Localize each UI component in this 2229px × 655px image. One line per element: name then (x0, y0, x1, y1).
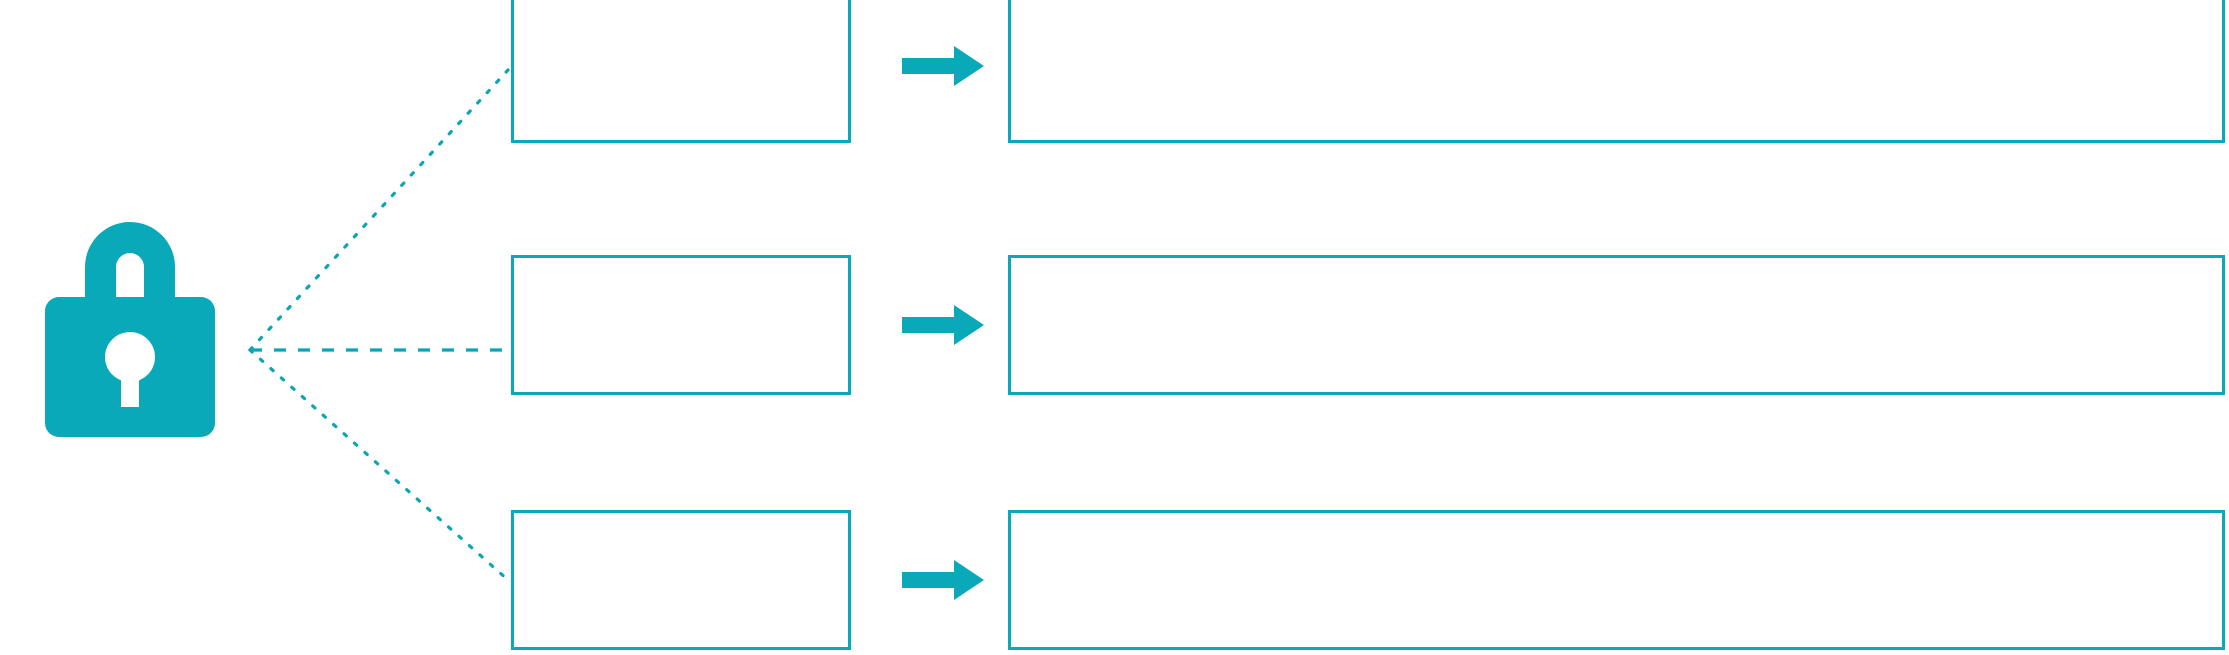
arrow-right-icon-1 (902, 46, 984, 86)
diagram-row (0, 255, 2229, 395)
effect-box-1[interactable] (1008, 0, 2225, 143)
effect-box-3[interactable] (1008, 510, 2225, 650)
lock-keyhole-stem-icon (121, 357, 139, 407)
arrow-right-icon-2 (902, 305, 984, 345)
cause-box-1[interactable] (511, 0, 851, 143)
diagram-row (0, 0, 2229, 143)
cause-box-3[interactable] (511, 510, 851, 650)
diagram-row (0, 510, 2229, 650)
connector-to-row-3 (248, 348, 510, 582)
lock-icon (40, 205, 220, 445)
arrow-right-icon-3 (902, 560, 984, 600)
lock-shackle-icon (85, 222, 175, 313)
cause-box-2[interactable] (511, 255, 851, 395)
effect-box-2[interactable] (1008, 255, 2225, 395)
